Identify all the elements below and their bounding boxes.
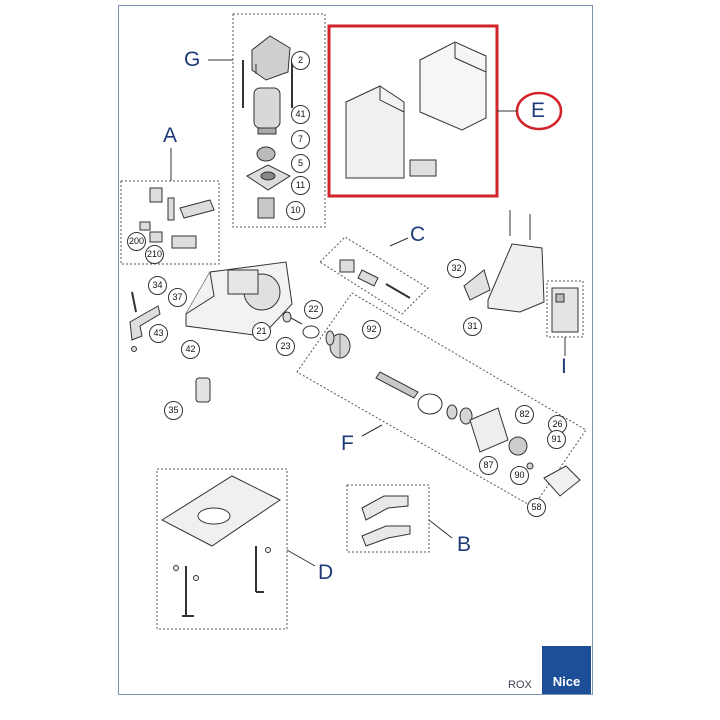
callout-31: 31: [463, 317, 482, 336]
diagram-frame: [118, 5, 593, 695]
group-label-d: D: [318, 561, 334, 584]
group-label-b: B: [457, 533, 472, 556]
group-b-parts: [361, 495, 411, 547]
part-bearing: [256, 146, 276, 162]
group-g-box: [232, 13, 326, 228]
part-cover-back: [419, 41, 487, 131]
part-plate: [469, 407, 509, 453]
part-22-23: [282, 311, 320, 339]
callout-35: 35: [164, 401, 183, 420]
group-f-box: [296, 292, 587, 508]
leader-d: [286, 549, 316, 567]
left-small-parts: [129, 291, 161, 352]
part-cover-front: [345, 85, 405, 179]
group-b-box: [346, 484, 430, 553]
group-c-box: [319, 236, 429, 315]
part-worm: [257, 197, 275, 219]
group-label-f: F: [341, 432, 354, 455]
callout-92: 92: [362, 320, 381, 339]
callout-2: 2: [291, 51, 310, 70]
callout-91: 91: [547, 430, 566, 449]
callout-34: 34: [148, 276, 167, 295]
callout-210: 210: [145, 245, 164, 264]
group-label-c: C: [410, 223, 426, 246]
group-label-e: E: [531, 99, 546, 122]
callout-90: 90: [510, 466, 529, 485]
group-d-parts: [160, 475, 281, 617]
group-c-parts: [339, 259, 411, 299]
callout-21: 21: [252, 322, 271, 341]
callout-58: 58: [527, 498, 546, 517]
part-motor: [253, 87, 281, 129]
part-31-module: [463, 210, 545, 313]
leader-c: [389, 237, 409, 247]
part-gearbox-body: [185, 261, 293, 337]
leader-f: [361, 424, 383, 437]
callout-7: 7: [291, 130, 310, 149]
part-58-cover: [543, 465, 581, 497]
brand-logo-box: Nice: [542, 646, 591, 694]
callout-32: 32: [447, 259, 466, 278]
group-e-parts: [345, 41, 487, 179]
callout-42: 42: [181, 340, 200, 359]
part-motor-cap: [251, 35, 291, 81]
callout-23: 23: [276, 337, 295, 356]
callout-82: 82: [515, 405, 534, 424]
group-label-a: A: [163, 124, 178, 147]
part-cover-clip: [409, 159, 437, 177]
model-label: ROX: [508, 679, 532, 691]
group-a-parts: [139, 187, 215, 249]
leader-b: [428, 519, 453, 539]
group-d-box: [156, 468, 288, 630]
callout-37: 37: [168, 288, 187, 307]
callout-43: 43: [149, 324, 168, 343]
callout-200: 200: [127, 232, 146, 251]
group-a-box: [120, 180, 220, 265]
group-label-i: I: [561, 355, 567, 378]
group-g-parts: [242, 35, 293, 219]
callout-41: 41: [291, 105, 310, 124]
callout-11: 11: [291, 176, 310, 195]
callout-22: 22: [304, 300, 323, 319]
callout-10: 10: [286, 201, 305, 220]
group-i-board: [551, 287, 579, 333]
callout-87: 87: [479, 456, 498, 475]
group-f-parts: [325, 330, 534, 470]
callout-5: 5: [291, 154, 310, 173]
part-35-cylinder: [195, 377, 211, 403]
group-label-g: G: [184, 48, 201, 71]
brand-logo-text: Nice: [552, 674, 581, 689]
